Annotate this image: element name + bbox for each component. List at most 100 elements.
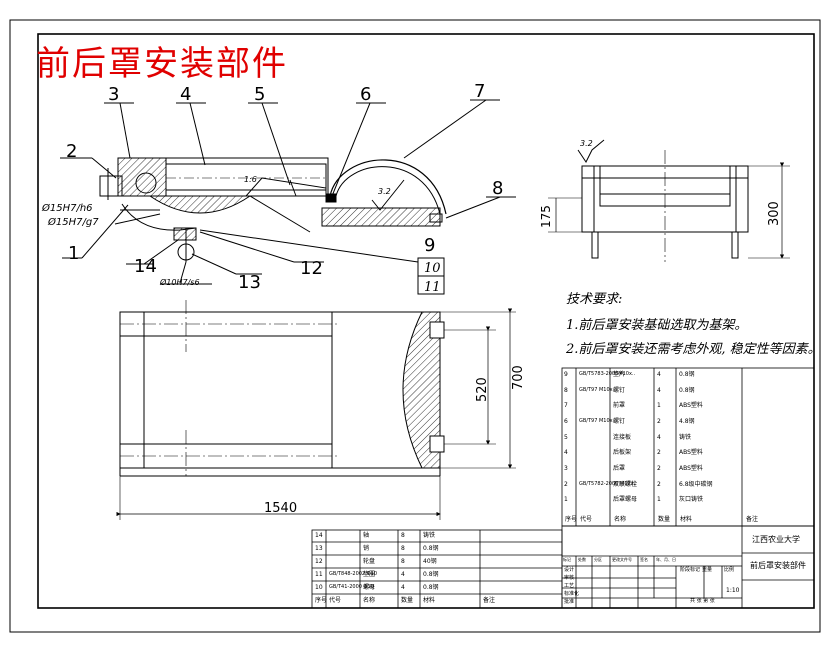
table-right-header: 名称 (614, 516, 627, 523)
table-right-header: 数量 (658, 516, 671, 523)
parts-table-left (311, 529, 563, 609)
table-left-cell: 13 (315, 545, 323, 552)
stage-label: 阶段标记 (680, 567, 701, 573)
table-right-cell: 后罩螺母 (613, 496, 638, 504)
fit-label-1: Ø15H7/h6 (42, 203, 93, 214)
table-right-cell: 灰口铸铁 (679, 496, 704, 504)
sign-label: 标准化 (564, 591, 580, 597)
table-left-cell: 轮盘 (363, 558, 376, 565)
title-block (561, 525, 815, 609)
table-left-cell: 40钢 (423, 558, 437, 565)
revision-label: 分区 (594, 557, 602, 562)
table-left-footer: 备注 (483, 597, 496, 604)
table-left-cell: 12 (315, 558, 323, 565)
table-left-cell: 8 (401, 558, 405, 565)
table-right-cell: 垫片 (613, 371, 626, 378)
table-right-cell: 3 (564, 465, 568, 472)
table-left-cell: 0.8钢 (423, 545, 439, 552)
dim-width: 1540 (264, 501, 298, 516)
callout-12: 12 (300, 258, 323, 279)
parts-table-right (561, 367, 815, 527)
table-right-cell: 1 (657, 402, 661, 410)
table-left-cell: GB/T41-2000 Φ10 (329, 584, 374, 590)
callout-6: 6 (360, 84, 372, 105)
table-right-cell: 2 (564, 480, 568, 488)
table-left-cell: 4 (401, 584, 405, 591)
callout-7: 7 (474, 81, 486, 102)
drawing-title: 前后罩安装部件 (36, 44, 288, 84)
table-right-cell: 4.8钢 (679, 418, 695, 425)
callout-8: 8 (492, 178, 504, 199)
outer-border (9, 19, 821, 633)
revision-label: 签名 (640, 557, 648, 562)
table-left-cell: 10 (315, 584, 323, 591)
table-left-cell: 销 (363, 545, 370, 552)
table-right-cell: 0.8钢 (679, 386, 695, 394)
callout-13: 13 (238, 272, 261, 293)
table-right-cell: 6.8级中碳钢 (679, 480, 713, 488)
table-right-cell: 2 (657, 480, 661, 488)
scale-value: 1:10 (726, 587, 740, 594)
roughness-front: 3.2 (378, 187, 391, 196)
table-right-cell: 1 (657, 496, 661, 504)
table-left-cell: 8 (401, 545, 405, 552)
table-right-cell: 0.8钢 (679, 371, 695, 378)
callout-5: 5 (254, 84, 266, 105)
table-right-cell: GB/T97 M10x.. (579, 418, 616, 424)
top-view (116, 300, 516, 520)
callout-11: 11 (424, 280, 441, 295)
roughness-side: 3.2 (580, 139, 593, 148)
table-right-cell: GB/T97 M10x.. (579, 386, 616, 393)
callout-1: 1 (68, 243, 80, 264)
table-right-cell: 螺钉 (613, 418, 626, 425)
dim-small: 175 (539, 205, 553, 228)
table-right-cell: 8 (564, 386, 568, 394)
table-right-cell: 5 (564, 433, 568, 441)
table-left-footer: 材料 (423, 597, 436, 604)
tech-req-heading: 技术要求: (566, 292, 623, 307)
callout-2: 2 (66, 141, 78, 162)
table-right-cell: GB/T5782-2000 M12x.. (579, 480, 637, 487)
table-left-cell: 0.8钢 (423, 571, 439, 578)
table-right-cell: 4 (657, 386, 661, 394)
table-left-cell: 4 (401, 571, 405, 578)
table-right-header: 备注 (746, 516, 759, 523)
table-right-cell: 4 (657, 433, 661, 441)
table-left-cell: 14 (315, 532, 323, 539)
dim-height: 300 (767, 201, 782, 226)
tech-req-item-1: 1.前后罩安装基础选取为基架。 (566, 318, 748, 333)
table-left-cell: 0.8钢 (423, 584, 439, 591)
table-right-cell: 双联螺栓 (613, 480, 638, 488)
table-left-cell: 轴 (363, 532, 370, 539)
table-right-cell: 2 (657, 418, 661, 425)
sign-label: 批准 (564, 599, 575, 605)
table-left-cell: 11 (315, 571, 323, 578)
revision-label: 年、月、日 (656, 557, 676, 562)
table-left-cell: 螺母 (363, 584, 376, 591)
table-right-cell: 2 (657, 465, 661, 472)
table-right-cell: 后罩 (613, 465, 626, 472)
sign-label: 设计 (564, 567, 575, 573)
tech-req-item-2: 2.前后罩安装还需考虑外观, 稳定性等因素。 (566, 342, 821, 357)
table-right-header: 序号 (565, 516, 578, 523)
front-view (60, 99, 516, 295)
table-right-cell: ABS塑料 (679, 465, 703, 472)
table-right-header: 代号 (580, 516, 593, 523)
school-name: 江西农业大学 (752, 535, 800, 544)
table-right-cell: 前罩 (613, 402, 626, 410)
table-left-cell: 8 (401, 532, 405, 539)
table-right-cell: GB/T5783-2000M10x.. (579, 371, 636, 377)
table-right-cell: ABS塑料 (679, 449, 703, 457)
table-left-footer: 名称 (363, 597, 376, 604)
stage-label: 比例 (724, 567, 735, 573)
revision-label: 处数 (578, 557, 586, 562)
sheet-count: 共 张 第 张 (690, 598, 715, 604)
revision-label: 标记 (563, 557, 571, 562)
sign-label: 审核 (564, 575, 575, 581)
table-right-cell: 9 (564, 371, 568, 378)
table-right-cell: 7 (564, 402, 568, 410)
table-right-cell: 4 (564, 449, 568, 457)
table-right-cell: 螺钉 (613, 386, 626, 394)
table-right-cell: 4 (657, 371, 661, 378)
